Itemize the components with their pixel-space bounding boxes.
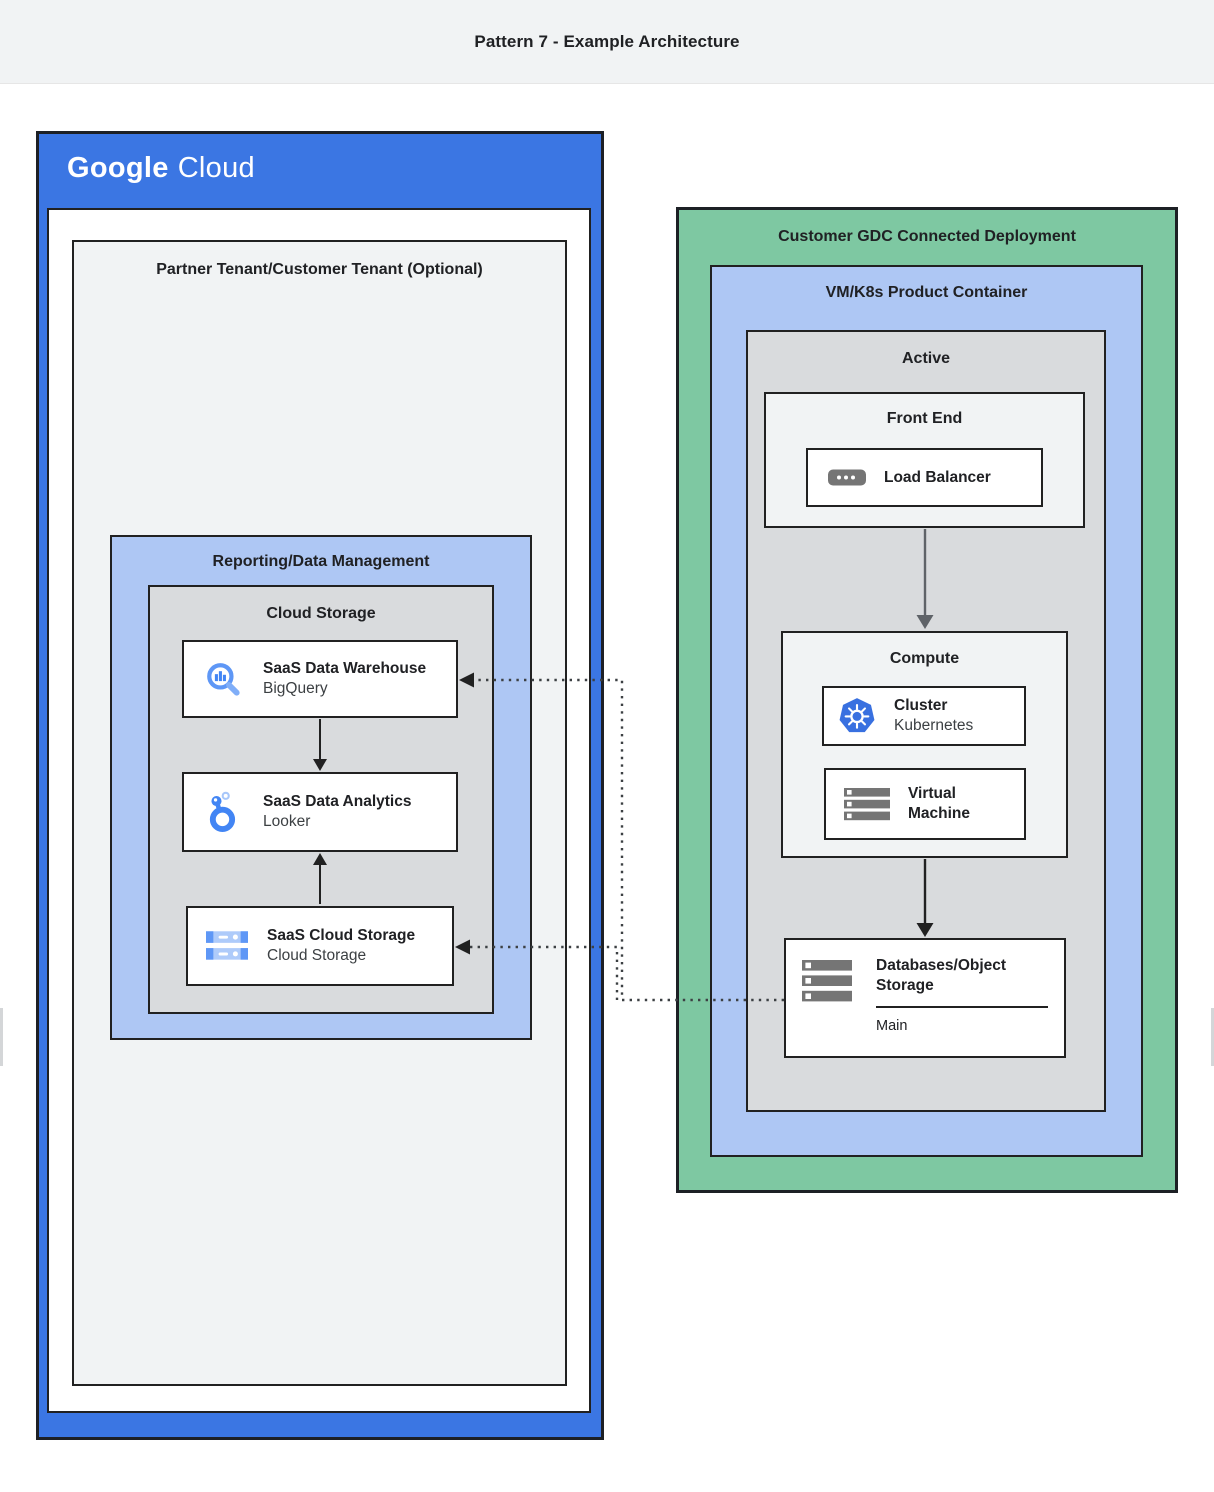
saas-cloud-storage-card: SaaS Cloud Storage Cloud Storage <box>186 906 454 986</box>
warehouse-subtitle: BigQuery <box>263 680 328 697</box>
load-balancer-title: Load Balancer <box>884 468 991 486</box>
virtual-machine-card: Virtual Machine <box>824 768 1026 840</box>
databases-divider <box>876 1005 1048 1008</box>
compute-label: Compute <box>889 650 960 667</box>
virtual-machine-title: Virtual Machine <box>908 785 971 822</box>
databases-main-label: Main <box>876 1017 908 1034</box>
saas-data-analytics-card: SaaS Data Analytics Looker <box>182 772 458 852</box>
vm-k8s-label: VM/K8s Product Container <box>825 284 1028 301</box>
front-end-label: Front End <box>886 410 963 427</box>
analytics-title: SaaS Data Analytics <box>263 793 412 811</box>
bigquery-icon <box>201 660 245 698</box>
partner-tenant-label: Partner Tenant/Customer Tenant (Optional… <box>156 261 483 278</box>
saas-data-warehouse-card: SaaS Data Warehouse BigQuery <box>182 640 458 718</box>
warehouse-title: SaaS Data Warehouse <box>263 660 427 678</box>
saas-storage-title: SaaS Cloud Storage <box>267 927 416 945</box>
active-label: Active <box>901 350 951 367</box>
logo-google-text: Google <box>67 152 169 184</box>
analytics-subtitle: Looker <box>263 813 311 830</box>
cluster-subtitle: Kubernetes <box>894 717 974 734</box>
page-title: Pattern 7 - Example Architecture <box>474 31 740 51</box>
reporting-label: Reporting/Data Management <box>212 553 430 570</box>
cluster-title: Cluster <box>894 697 948 715</box>
customer-gdc-label: Customer GDC Connected Deployment <box>778 228 1076 245</box>
saas-storage-subtitle: Cloud Storage <box>267 947 367 964</box>
header-bar: Pattern 7 - Example Architecture <box>0 0 1214 84</box>
load-balancer-card: Load Balancer <box>806 448 1043 507</box>
virtual-machine-icon <box>844 787 890 821</box>
left-edge-artifact <box>0 1008 3 1066</box>
load-balancer-icon <box>828 468 868 488</box>
cloud-storage-group-label: Cloud Storage <box>266 605 376 622</box>
cloud-storage-icon <box>205 928 249 964</box>
right-edge-artifact <box>1211 1008 1214 1066</box>
logo-cloud-text: Cloud <box>177 152 255 184</box>
looker-icon <box>201 791 245 833</box>
kubernetes-icon <box>836 695 878 737</box>
databases-object-storage-icon <box>802 960 854 1009</box>
databases-object-storage-card: Databases/Object Storage Main <box>784 938 1066 1058</box>
databases-title: Databases/Object Storage <box>876 957 1007 994</box>
cluster-card: Cluster Kubernetes <box>822 686 1026 746</box>
